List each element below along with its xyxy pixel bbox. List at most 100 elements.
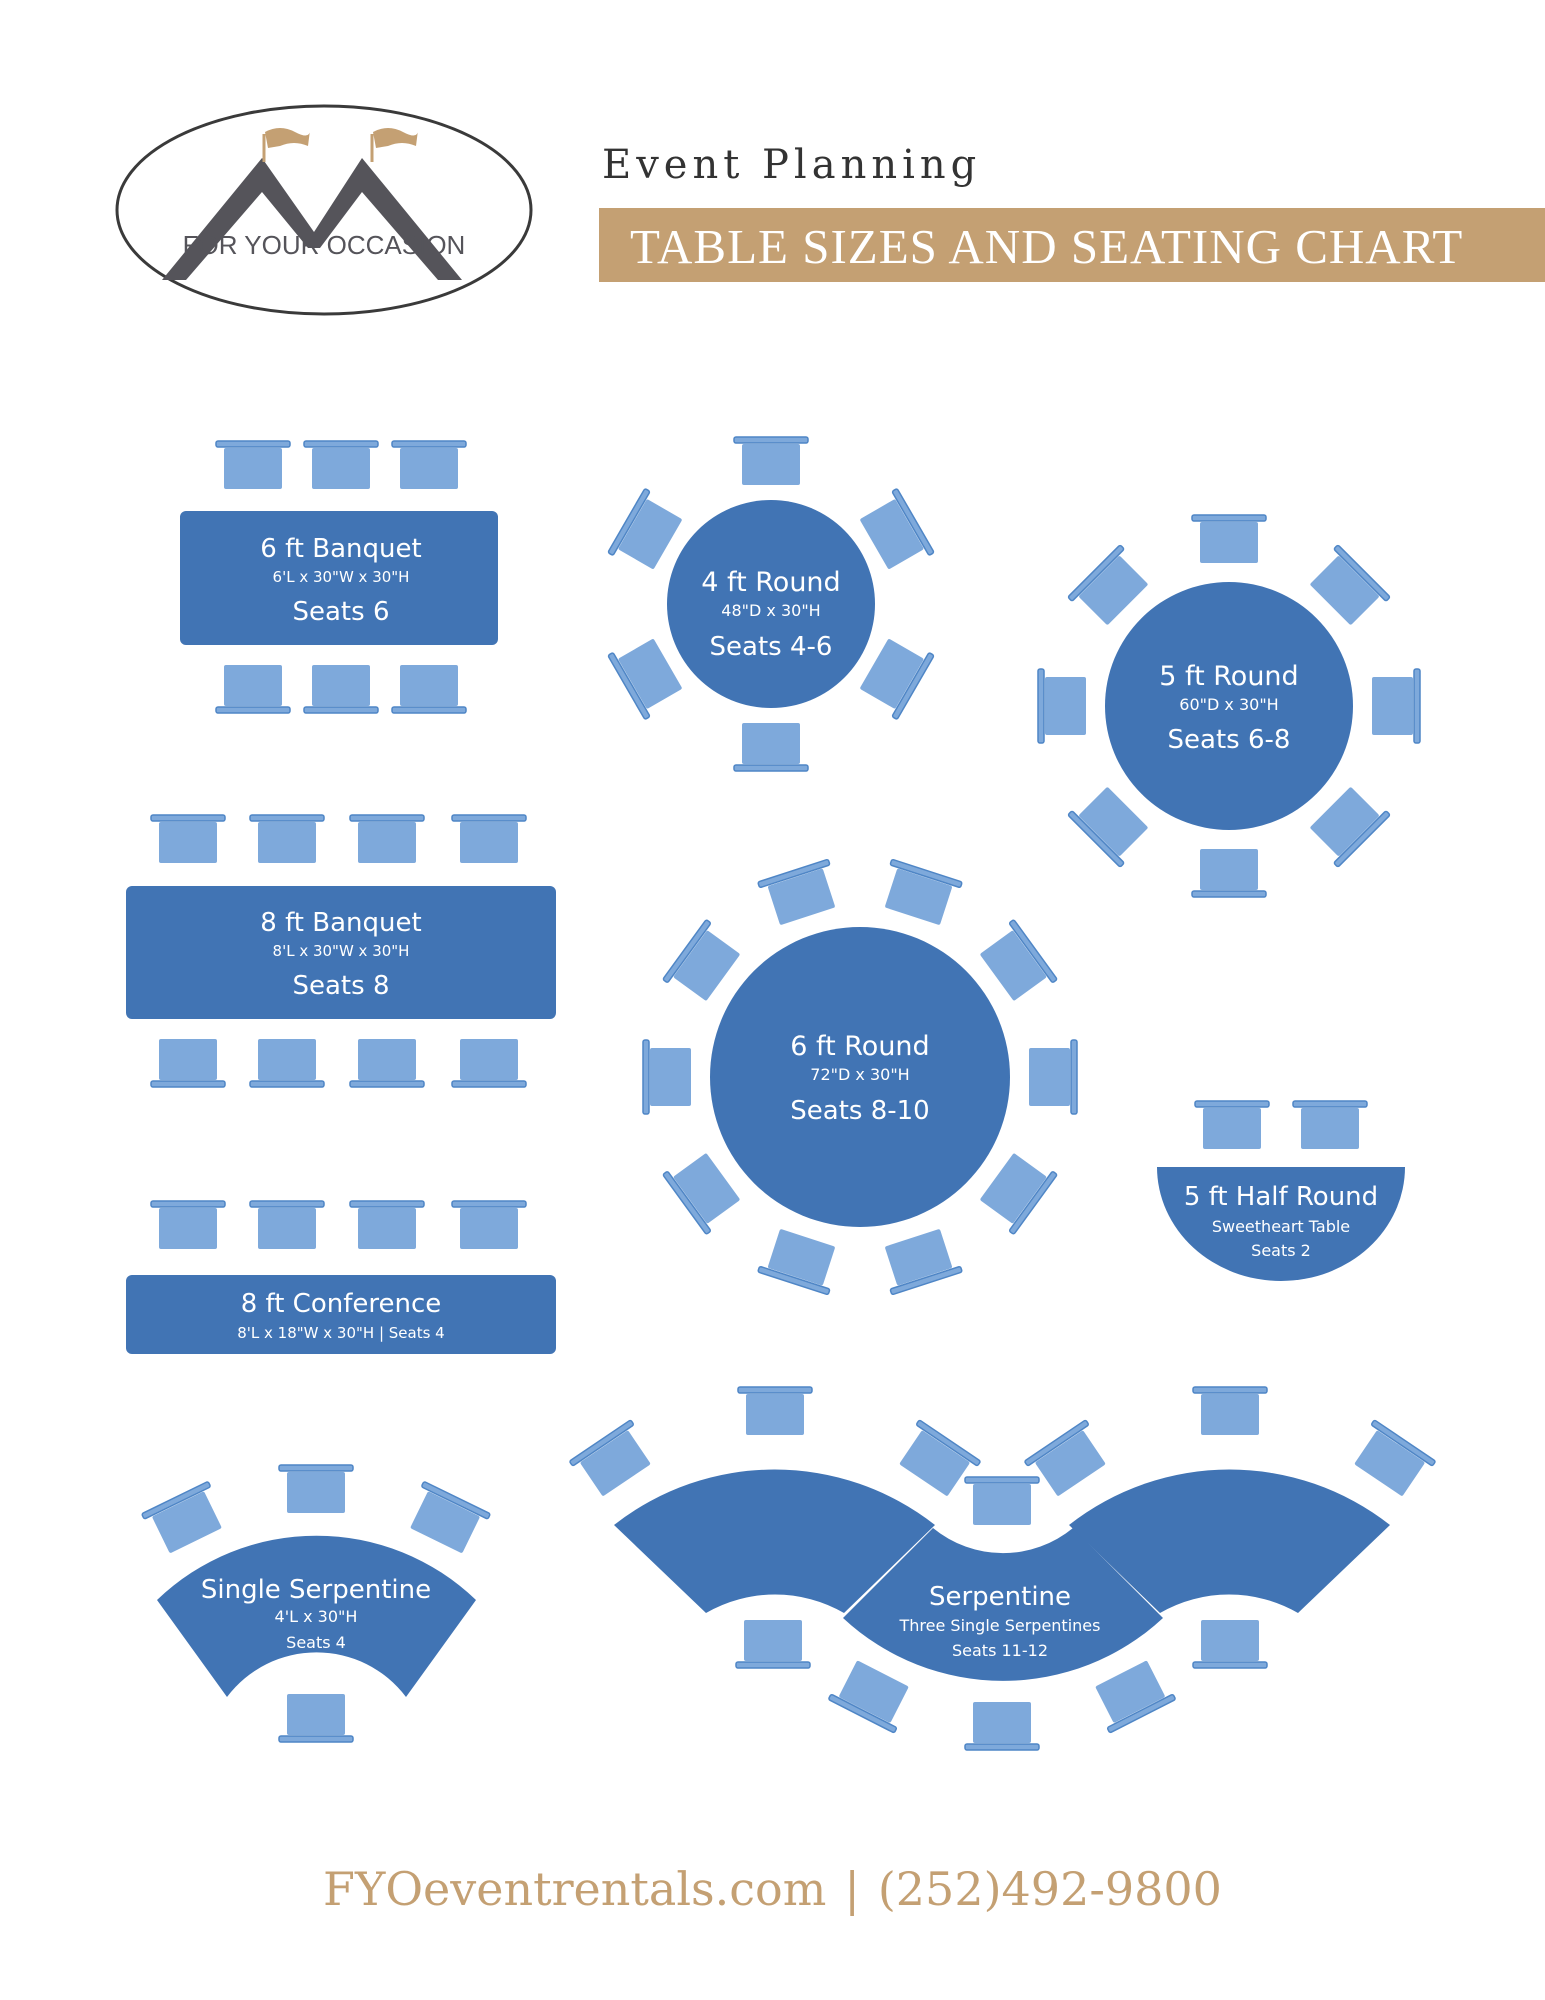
chair [733, 436, 809, 486]
table-name: 5 ft Round [1159, 661, 1298, 692]
chair [215, 664, 291, 714]
table-6ft-round: 6 ft Round 72"D x 30"H Seats 8-10 [642, 858, 1078, 1296]
chair [278, 1464, 354, 1514]
chair [1191, 848, 1267, 898]
footer: FYOeventrentals.com | (252)492-9800 [0, 1862, 1545, 1916]
chair [1067, 544, 1155, 632]
table-dimensions: 4'L x 30"H [275, 1607, 358, 1626]
table-seats: Seats 4 [286, 1633, 346, 1652]
table-seats: Seats 6-8 [1168, 725, 1291, 755]
chair [607, 487, 688, 578]
chair [451, 1038, 527, 1088]
chair [391, 440, 467, 490]
chair [150, 1038, 226, 1088]
chair [1028, 1039, 1078, 1115]
table-dimensions: Sweetheart Table [1212, 1217, 1350, 1236]
chair [391, 664, 467, 714]
website-link[interactable]: FYOeventrentals.com [323, 1862, 827, 1916]
chair [964, 1476, 1040, 1526]
page-subtitle: Event Planning [602, 142, 982, 188]
table-seats: Seats 4-6 [710, 632, 833, 662]
chair [1191, 514, 1267, 564]
table-serpentine: Serpentine Three Single Serpentines Seat… [568, 1386, 1437, 1751]
table-name: 6 ft Round [790, 1031, 929, 1062]
table-name: 8 ft Conference [241, 1289, 442, 1319]
chair [349, 1038, 425, 1088]
chair [1303, 544, 1391, 632]
chair [349, 814, 425, 864]
table-name: 5 ft Half Round [1184, 1182, 1378, 1212]
chair [642, 1039, 692, 1115]
table-5ft-round: 5 ft Round 60"D x 30"H Seats 6-8 [1037, 514, 1421, 898]
chair [402, 1480, 492, 1558]
chair [1037, 668, 1087, 744]
table-seats: Seats 11-12 [952, 1641, 1048, 1660]
logo-wordmark: FOR YOUR OCCASION [183, 230, 466, 260]
title-banner: TABLE SIZES AND SEATING CHART [599, 208, 1545, 282]
chair [964, 1701, 1040, 1751]
chair [876, 1225, 963, 1296]
chair [150, 1200, 226, 1250]
table-seats: Seats 2 [1251, 1241, 1311, 1260]
table-dimensions: 8'L x 30"W x 30"H [273, 942, 410, 960]
table-single-serpentine: Single Serpentine 4'L x 30"H Seats 4 [140, 1464, 492, 1743]
chair [661, 918, 746, 1009]
table-name: Single Serpentine [201, 1575, 431, 1605]
table-seats: Seats 8-10 [790, 1096, 929, 1126]
table-6ft-banquet: 6 ft Banquet 6'L x 30"W x 30"H Seats 6 [180, 440, 498, 714]
table-dimensions: 72"D x 30"H [810, 1065, 909, 1084]
chair [757, 858, 844, 929]
chair [278, 1693, 354, 1743]
table-seats: Seats 8 [293, 971, 390, 1001]
table-dimensions: 60"D x 30"H [1179, 695, 1278, 714]
chair [1192, 1619, 1268, 1669]
chair [349, 1200, 425, 1250]
table-name: 6 ft Banquet [260, 534, 421, 564]
chair [1346, 1419, 1437, 1502]
chair [737, 1386, 813, 1436]
chair [249, 1038, 325, 1088]
chair [303, 440, 379, 490]
chair [303, 664, 379, 714]
chair [451, 1200, 527, 1250]
chair [568, 1419, 659, 1502]
footer-separator: | [844, 1862, 860, 1916]
chair [827, 1655, 917, 1734]
chair [661, 1145, 746, 1236]
chair [974, 918, 1059, 1009]
chair [249, 1200, 325, 1250]
table-8ft-conference: 8 ft Conference 8'L x 18"W x 30"H | Seat… [126, 1200, 556, 1354]
table-5ft-half-round: 5 ft Half Round Sweetheart Table Seats 2 [1157, 1100, 1405, 1281]
chair [215, 440, 291, 490]
chair [1194, 1100, 1270, 1150]
chair [1371, 668, 1421, 744]
chair [891, 1419, 982, 1502]
table-dimensions-seats: 8'L x 18"W x 30"H | Seats 4 [237, 1324, 444, 1342]
table-4ft-round: 4 ft Round 48"D x 30"H Seats 4-6 [607, 436, 935, 772]
phone-number[interactable]: (252)492-9800 [877, 1862, 1222, 1916]
chair [1023, 1419, 1114, 1502]
chair [733, 722, 809, 772]
chair [1087, 1655, 1177, 1734]
chair [735, 1619, 811, 1669]
table-dimensions: Three Single Serpentines [899, 1616, 1101, 1635]
company-logo: FOR YOUR OCCASION [115, 104, 533, 316]
chair [854, 630, 935, 721]
table-dimensions: 48"D x 30"H [721, 601, 820, 620]
chair [1292, 1100, 1368, 1150]
chair [876, 858, 963, 929]
chair [1303, 780, 1391, 868]
table-seats: Seats 6 [293, 597, 390, 627]
chair [757, 1225, 844, 1296]
chair [1067, 780, 1155, 868]
table-8ft-banquet: 8 ft Banquet 8'L x 30"W x 30"H Seats 8 [126, 814, 556, 1088]
chair [140, 1480, 230, 1558]
table-dimensions: 6'L x 30"W x 30"H [273, 568, 410, 586]
chair [150, 814, 226, 864]
chair [974, 1145, 1059, 1236]
table-name: 4 ft Round [701, 567, 840, 598]
chair [249, 814, 325, 864]
table-name: Serpentine [929, 1582, 1071, 1612]
chair [607, 630, 688, 721]
